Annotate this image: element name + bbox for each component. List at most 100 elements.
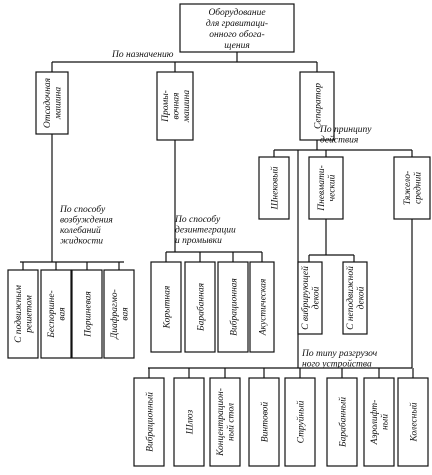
pneumatic-type-1: С вибрирующейдекой <box>297 261 323 335</box>
unloading-type-7-label: Аэролифт-ный <box>369 400 391 446</box>
separator-node-label: Сепаратор <box>313 83 323 129</box>
unloading-type-3-frame <box>209 377 241 467</box>
unloading-type-5-label: Струйный <box>295 400 306 443</box>
unloading-type-1-label: Вибрационный <box>144 392 155 452</box>
jig-type-2-label-line: вая <box>58 307 68 320</box>
label-by-disintegration-line: и промывки <box>175 236 222 246</box>
root-node-label-line: онного обога- <box>209 29 264 40</box>
label-by-disintegration-line: дезинтеграции <box>175 225 236 236</box>
washer-type-1-label-line: Корытная <box>162 286 172 330</box>
unloading-type-5: Струйный <box>284 377 316 467</box>
unloading-type-6-frame <box>326 377 358 467</box>
washer-type-3-label-line: Вибрационная <box>228 278 239 336</box>
washer-type-2-label: Барабанная <box>195 283 206 332</box>
pneumatic-type-2: С неподвижнойдекой <box>342 261 368 335</box>
jig-node-label-line: машина <box>54 87 64 120</box>
jig-type-3-label: Поршневая <box>83 291 93 338</box>
unloading-type-8-frame <box>397 377 429 467</box>
pneumatic-type-2-label-line: декой <box>356 286 367 309</box>
unloading-type-4-label: Винтовой <box>259 402 270 443</box>
label-by-excitation-line: По способу <box>59 204 106 215</box>
label-by-unloading-line: ного устройства <box>302 359 372 370</box>
unloading-type-4: Винтовой <box>248 377 280 467</box>
label-by-purpose-line: По назначению <box>111 50 174 60</box>
unloading-type-1-frame <box>133 377 165 467</box>
heavy-medium-node-label-line: Тяжело- <box>403 171 413 205</box>
pneumatic-node: Пневмати-ческий <box>308 156 344 220</box>
washer-type-1-frame <box>150 261 182 353</box>
washer-node-label-line: вочная <box>171 93 181 120</box>
jig-type-2-label: Беспоршне-вая <box>47 290 68 338</box>
unloading-type-1: Вибрационный <box>133 377 165 467</box>
jig-type-3-label-line: Поршневая <box>83 291 93 338</box>
unloading-type-4-label-line: Винтовой <box>259 402 270 443</box>
label-by-excitation-line: колебаний <box>60 225 101 236</box>
label-by-excitation-line: возбуждения <box>60 215 113 226</box>
pneumatic-type-2-label: С неподвижнойдекой <box>345 266 367 330</box>
washer-type-3-label: Вибрационная <box>228 278 239 336</box>
screw-node-label: Шнековый <box>269 166 280 210</box>
jig-type-4-label-line: Диафрагмо- <box>109 289 120 339</box>
washer-node-label-line: машина <box>182 90 192 123</box>
separator-node-label-line: Сепаратор <box>313 83 323 129</box>
unloading-type-2-label-line: Шлюз <box>185 409 195 435</box>
jig-type-4-label: Диафрагмо-вая <box>109 289 131 339</box>
washer-type-4-frame <box>249 261 275 353</box>
label-by-excitation-line: жидкости <box>60 236 103 247</box>
heavy-medium-node: Тяжело-средний <box>393 156 431 220</box>
unloading-type-6-label-line: Барабанный <box>337 397 348 448</box>
washer-type-2: Барабанная <box>184 261 216 353</box>
unloading-type-8-label: Колесный <box>408 402 419 442</box>
washer-type-1-label: Корытная <box>162 286 172 330</box>
unloading-type-6: Барабанный <box>326 377 358 467</box>
screw-node-label-line: Шнековый <box>269 166 280 210</box>
jig-node-label: Отсадочнаямашина <box>42 78 64 128</box>
jig-type-2-frame <box>40 269 72 359</box>
pneumatic-node-label-line: Пневмати- <box>317 165 327 212</box>
washer-type-3-frame <box>217 261 249 353</box>
jig-type-1-label-line: С подвижным <box>13 285 24 343</box>
root-node-label-line: Оборудование <box>208 7 265 18</box>
heavy-medium-node-label-line: средний <box>413 172 424 204</box>
washer-type-4: Акустическая <box>249 261 275 353</box>
screw-node-frame <box>258 156 290 220</box>
jig-type-4-label-line: вая <box>121 307 131 320</box>
washer-type-4-label: Акустическая <box>258 279 268 337</box>
unloading-type-3-label: Концентрацион-ный стол <box>216 388 237 457</box>
jig-node: Отсадочнаямашина <box>35 71 69 135</box>
unloading-type-2-label: Шлюз <box>185 409 195 435</box>
unloading-type-1-label-line: Вибрационный <box>144 392 155 452</box>
jig-type-2: Беспоршне-вая <box>40 269 72 359</box>
jig-type-1-label-line: решетом <box>25 295 35 334</box>
pneumatic-node-label: Пневмати-ческий <box>317 165 338 212</box>
washer-type-2-frame <box>184 261 216 353</box>
pneumatic-type-2-frame <box>342 261 368 335</box>
unloading-type-5-frame <box>284 377 316 467</box>
heavy-medium-node-label: Тяжело-средний <box>403 171 424 205</box>
root-node-frame <box>179 3 295 53</box>
root-node-label-line: для гравитаци- <box>206 18 268 29</box>
pneumatic-type-1-label-line: С вибрирующей <box>300 266 311 330</box>
pneumatic-type-1-frame <box>297 261 323 335</box>
unloading-type-3-label-line: Концентрацион- <box>216 388 226 457</box>
washer-type-3: Вибрационная <box>217 261 249 353</box>
label-by-disintegration-line: По способу <box>174 214 221 225</box>
unloading-type-8: Колесный <box>397 377 429 467</box>
separator-node: Сепаратор <box>299 71 335 141</box>
unloading-type-6-label: Барабанный <box>337 397 348 448</box>
unloading-type-4-frame <box>248 377 280 467</box>
jig-node-label-line: Отсадочная <box>42 78 53 128</box>
heavy-medium-node-frame <box>393 156 431 220</box>
jig-type-4-frame <box>103 269 135 359</box>
label-by-purpose: По назначению <box>111 50 174 60</box>
washer-type-4-label-line: Акустическая <box>258 279 268 337</box>
unloading-type-7-label-line: ный <box>380 414 391 430</box>
unloading-type-7-label-line: Аэролифт- <box>369 400 380 446</box>
